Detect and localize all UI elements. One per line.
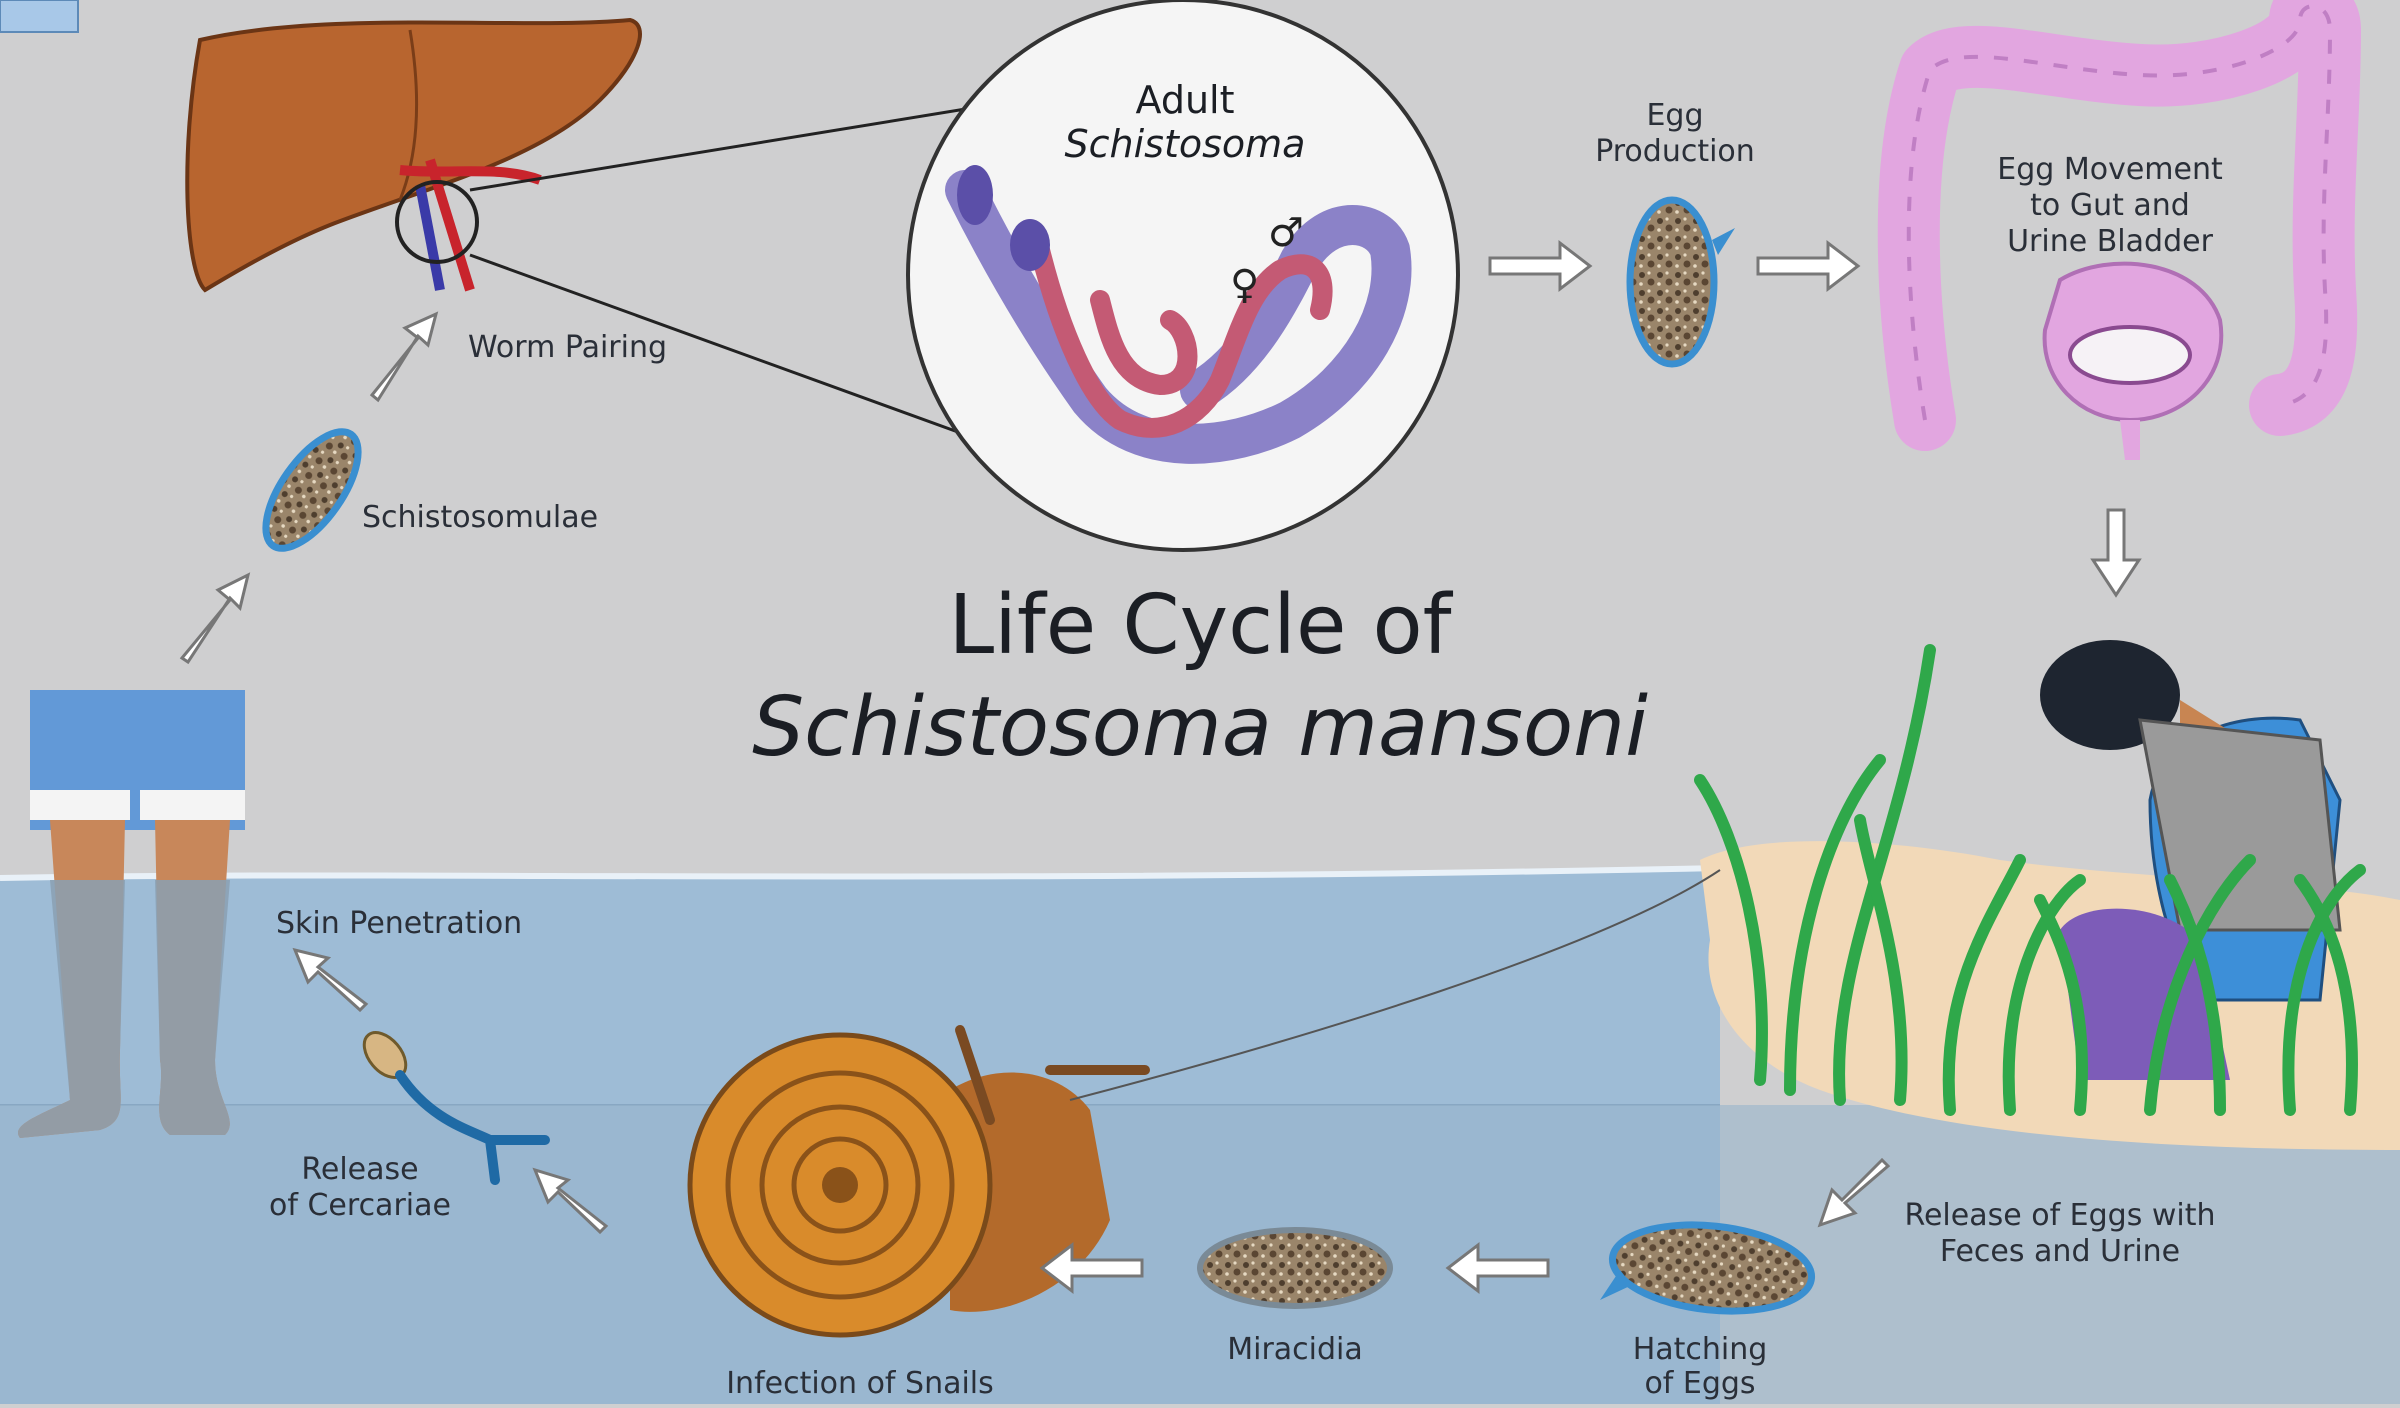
label-egg-movement-2: to Gut and bbox=[1950, 188, 2270, 224]
label-miracidia: Miracidia bbox=[1180, 1332, 1410, 1368]
label-egg-movement-3: Urine Bladder bbox=[1950, 224, 2270, 260]
label-egg-movement-1: Egg Movement bbox=[1950, 152, 2270, 188]
corner-badge-icon bbox=[0, 0, 78, 32]
label-hatching-2: of Eggs bbox=[1600, 1366, 1800, 1402]
label-infection-snails: Infection of Snails bbox=[700, 1366, 1020, 1402]
label-hatching-1: Hatching bbox=[1600, 1332, 1800, 1368]
male-symbol: ♂ bbox=[1268, 210, 1304, 256]
label-schistosomulae: Schistosomulae bbox=[362, 500, 598, 536]
label-release-cercariae-2: of Cercariae bbox=[240, 1188, 480, 1224]
label-egg-production-1: Egg bbox=[1540, 98, 1810, 134]
main-title-line1: Life Cycle of bbox=[700, 578, 1700, 674]
female-symbol: ♀ bbox=[1230, 262, 1259, 308]
label-worm-pairing: Worm Pairing bbox=[468, 330, 667, 366]
miracidium-icon bbox=[1200, 1230, 1390, 1306]
label-release-eggs-2: Feces and Urine bbox=[1880, 1234, 2240, 1270]
adult-label-line1: Adult bbox=[1035, 78, 1335, 122]
adult-label-line2: Schistosoma bbox=[1035, 122, 1335, 166]
label-skin-penetration: Skin Penetration bbox=[276, 906, 522, 942]
label-release-cercariae-1: Release bbox=[240, 1152, 480, 1188]
main-title-line2: Schistosoma mansoni bbox=[700, 680, 1700, 776]
label-release-eggs-1: Release of Eggs with bbox=[1880, 1198, 2240, 1234]
label-egg-production-2: Production bbox=[1540, 134, 1810, 170]
